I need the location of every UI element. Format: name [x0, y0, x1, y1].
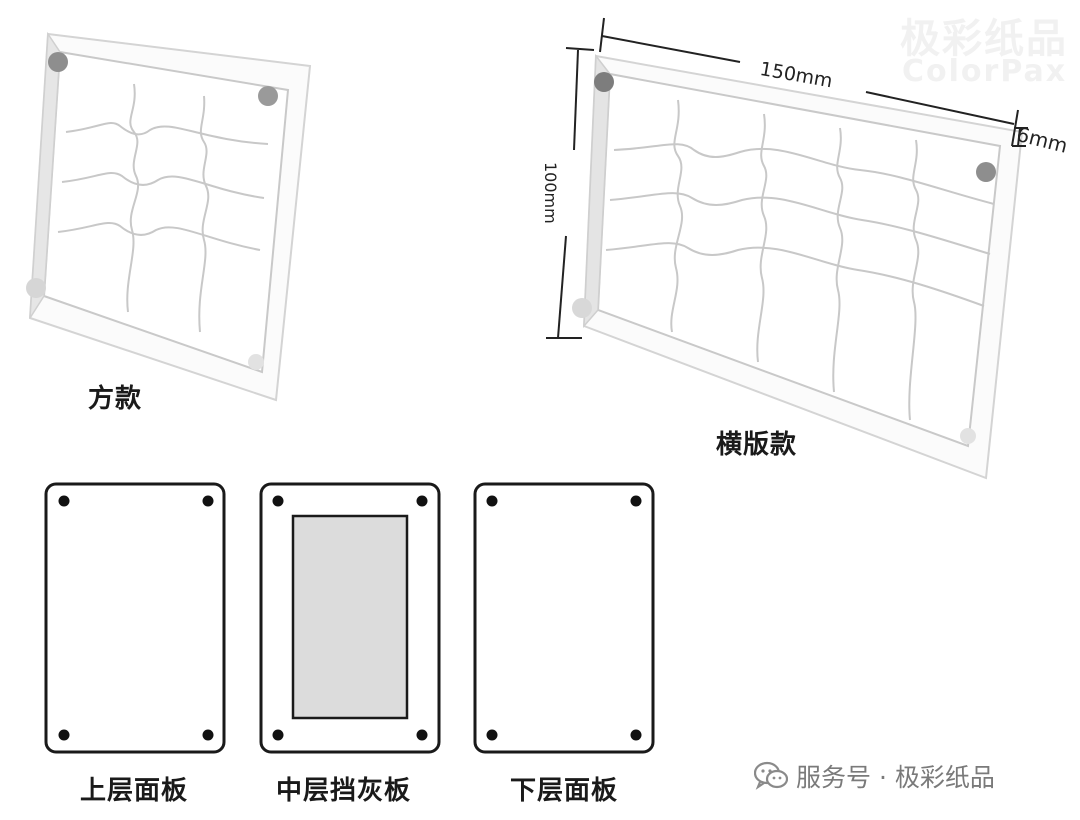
dimension-height-line — [546, 47, 595, 339]
screw-hole-icon — [416, 495, 428, 507]
panel-middle-diagram — [259, 482, 441, 754]
peg-icon — [248, 354, 264, 370]
screw-hole-icon — [486, 729, 498, 741]
screw-hole-icon — [58, 495, 70, 507]
credit-text: 服务号 · 极彩纸品 — [796, 763, 995, 792]
dust-window — [291, 514, 409, 720]
panel-middle-label: 中层挡灰板 — [276, 776, 412, 806]
peg-icon — [258, 86, 278, 106]
dimension-height-label: 100mm — [541, 162, 560, 224]
panel-top-diagram — [44, 482, 226, 754]
screw-hole-icon — [272, 729, 284, 741]
panel-bottom-label: 下层面板 — [510, 776, 619, 806]
landscape-puzzle-grid — [605, 99, 995, 421]
watermark-brand-en: ColorPax — [902, 54, 1068, 89]
landscape-style-label: 横版款 — [716, 430, 798, 460]
screw-hole-icon — [486, 495, 498, 507]
peg-icon — [960, 428, 976, 444]
wechat-icon — [754, 761, 788, 790]
peg-icon — [48, 52, 68, 72]
account-credit: 服务号 · 极彩纸品 — [754, 758, 995, 794]
panel-top-label: 上层面板 — [80, 776, 189, 806]
screw-hole-icon — [58, 729, 70, 741]
panel-bottom-diagram — [473, 482, 655, 754]
screw-hole-icon — [202, 495, 214, 507]
screw-hole-icon — [630, 729, 642, 741]
screw-hole-icon — [202, 729, 214, 741]
peg-icon — [26, 278, 46, 298]
square-puzzle-grid — [57, 83, 269, 333]
dimension-depth-line — [1012, 127, 1028, 147]
peg-icon — [572, 298, 592, 318]
watermark-brand-cn: 极彩纸品 — [900, 16, 1068, 62]
screw-hole-icon — [416, 729, 428, 741]
screw-hole-icon — [272, 495, 284, 507]
landscape-frame-illustration — [546, 17, 1028, 480]
square-style-label: 方款 — [88, 384, 143, 414]
screw-hole-icon — [630, 495, 642, 507]
peg-icon — [594, 72, 614, 92]
square-frame-illustration — [26, 31, 312, 402]
peg-icon — [976, 162, 996, 182]
